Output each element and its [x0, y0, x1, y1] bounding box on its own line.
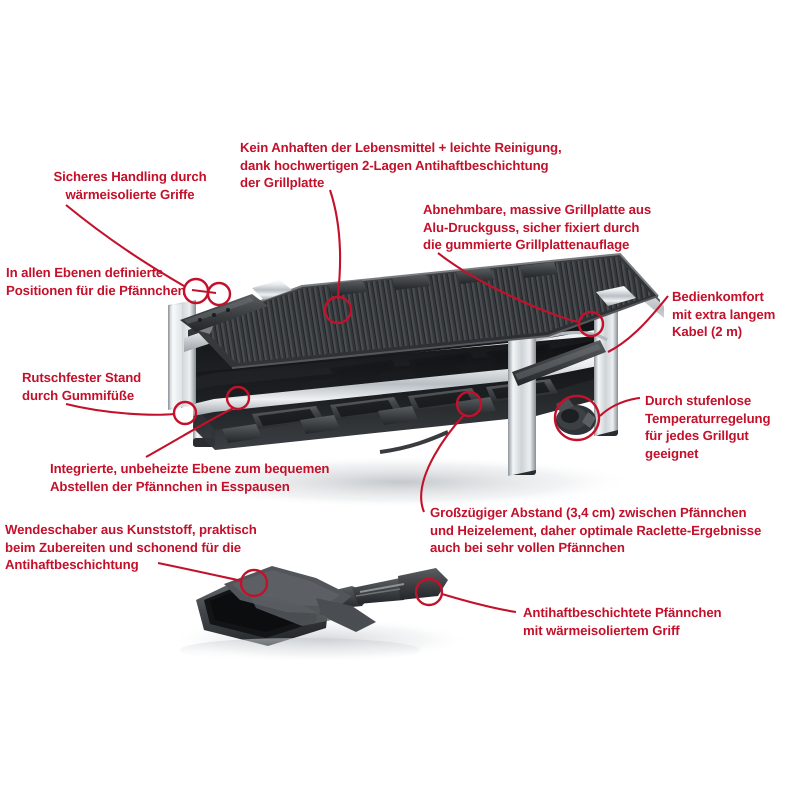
callout-temperature: Durch stufenlose Temperaturregelung für … — [645, 393, 771, 461]
callout-pans: Antihaftbeschichtete Pfännchen mit wärme… — [523, 605, 722, 638]
callout-spatula: Wendeschaber aus Kunststoff, praktisch b… — [5, 522, 257, 573]
callout-feet: Rutschfester Stand durch Gummifüße — [22, 370, 142, 403]
callout-distance: Großzügiger Abstand (3,4 cm) zwischen Pf… — [430, 505, 762, 556]
callout-handles: Sicheres Handling durch wärmeisolierte G… — [53, 169, 207, 202]
callout-plate: Abnehmbare, massive Grillplatte aus Alu-… — [423, 202, 652, 253]
callout-coating: Kein Anhaften der Lebensmittel + leichte… — [240, 140, 562, 191]
callout-levels: In allen Ebenen definierte Positionen fü… — [6, 265, 186, 298]
callout-shelf: Integrierte, unbeheizte Ebene zum bequem… — [50, 461, 330, 494]
callout-cable: Bedienkomfort mit extra langem Kabel (2 … — [672, 289, 776, 340]
